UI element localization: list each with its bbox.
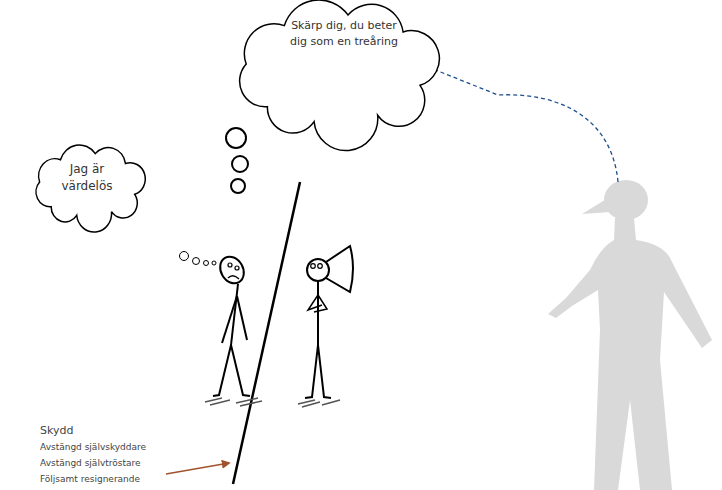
figure-leg — [231, 345, 250, 396]
mode-label: Avstängd självtröstare — [40, 458, 141, 468]
figure-head — [215, 252, 248, 287]
figure-arm — [308, 295, 327, 312]
shield-cone — [326, 246, 353, 292]
figure-mouth — [228, 276, 239, 279]
dashed-callout — [403, 57, 618, 182]
mode-label: Avstängd självskyddare — [40, 442, 146, 452]
leader-arrow — [166, 463, 229, 474]
figure-head — [604, 180, 648, 220]
thought-bubble — [212, 261, 216, 265]
figure-eye — [235, 266, 239, 270]
figure-arm — [237, 296, 247, 340]
figure-leg — [305, 345, 318, 398]
thought-text: Skärp dig, du beter dig som en treåring — [285, 18, 403, 50]
figure-arm — [222, 296, 237, 343]
figure-shadow — [205, 398, 262, 406]
figure-head — [307, 259, 329, 281]
thought-cloud: Jag är värdelös — [28, 145, 144, 219]
sad-figure — [205, 252, 262, 406]
shielded-figure — [298, 246, 353, 407]
mode-label: Följsamt resignerande — [40, 474, 140, 484]
figure-eye — [318, 264, 323, 269]
figure-leg — [213, 345, 231, 396]
thought-bubble — [193, 258, 200, 265]
figure-body — [317, 281, 319, 345]
pointing-figure — [548, 180, 712, 490]
thought-bubble — [204, 261, 209, 266]
cloud-shape — [240, 0, 440, 151]
figure-eye — [311, 264, 316, 269]
thought-cloud: Skärp dig, du beter dig som en treåring — [225, 0, 437, 128]
figure-shadow — [298, 400, 340, 407]
cloud-shape — [36, 145, 145, 232]
thought-bubble — [226, 128, 246, 148]
thought-text: Jag är värdelös — [56, 161, 118, 196]
thought-bubbles-small — [180, 252, 217, 266]
figure-leg — [318, 345, 331, 398]
thought-bubbles — [226, 128, 248, 193]
thought-bubble — [180, 252, 189, 261]
figure-eye — [228, 263, 232, 267]
group-heading: Skydd — [40, 424, 73, 437]
wall-line — [233, 182, 300, 484]
figure-nose — [582, 198, 610, 214]
thought-bubble — [232, 156, 248, 172]
thought-bubble — [231, 179, 245, 193]
figure-body — [548, 218, 712, 490]
